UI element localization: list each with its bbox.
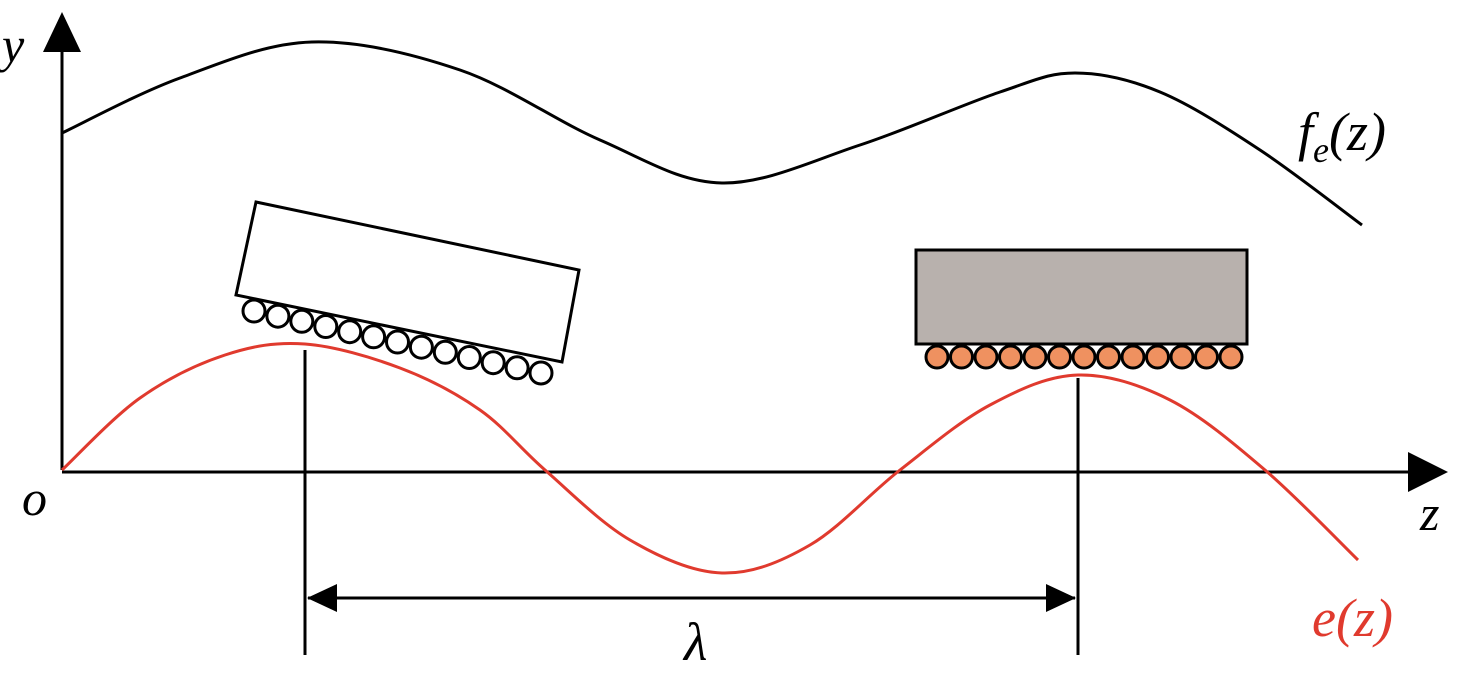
ball-bearing (504, 355, 530, 381)
e-label-e: e (1312, 588, 1336, 648)
level-carriage (914, 248, 1249, 370)
ball-bearing (1194, 344, 1219, 370)
fe-label-subscript: e (1313, 130, 1329, 170)
ball-bearing (289, 308, 315, 334)
ball-bearing (1047, 344, 1072, 370)
z-axis-arrowhead (1408, 452, 1448, 492)
level-block (914, 248, 1249, 346)
ball-bearing (949, 344, 974, 370)
fe-label-argument: (z) (1329, 102, 1386, 162)
ball-bearing (973, 344, 999, 370)
ball-bearing (924, 344, 950, 370)
y-axis-label: y (0, 17, 25, 73)
ball-bearing (361, 324, 387, 350)
wavelength-dimension (307, 584, 1076, 612)
z-axis-label: z (1419, 485, 1439, 541)
e-label-argument: (z) (1336, 588, 1393, 648)
tilted-block (234, 200, 581, 364)
ball-bearing (385, 329, 410, 355)
tilted-carriage (234, 200, 581, 386)
ball-bearing (1169, 344, 1195, 370)
ball-bearing (241, 298, 267, 324)
ball-bearing (313, 314, 339, 339)
ball-bearing (1096, 344, 1121, 370)
ball-bearing (456, 345, 482, 370)
wavelength-arrow-right (1046, 584, 1076, 612)
ball-bearing (528, 360, 554, 386)
ball-bearing (998, 344, 1023, 370)
level-ball-row (924, 344, 1244, 370)
origin-label: o (22, 470, 47, 526)
ball-bearing (1120, 344, 1146, 370)
ball-bearing (1145, 344, 1170, 370)
y-axis-arrowhead (43, 12, 81, 52)
ball-bearing (1022, 344, 1048, 370)
ball-bearing (265, 303, 291, 329)
ball-bearing (1218, 344, 1244, 370)
fe-label: fe(z) (1298, 102, 1386, 170)
ball-bearing (1071, 344, 1097, 370)
fe-curve (61, 40, 1363, 227)
ball-bearing (480, 350, 506, 376)
e-label: e(z) (1312, 588, 1393, 648)
e-curve (60, 341, 1360, 575)
wavelength-label: λ (682, 612, 707, 672)
ball-bearing (337, 319, 363, 345)
wavelength-arrow-left (307, 584, 337, 612)
ball-bearing (432, 339, 458, 365)
ball-bearing (408, 334, 434, 360)
tilted-ball-row (241, 298, 554, 386)
